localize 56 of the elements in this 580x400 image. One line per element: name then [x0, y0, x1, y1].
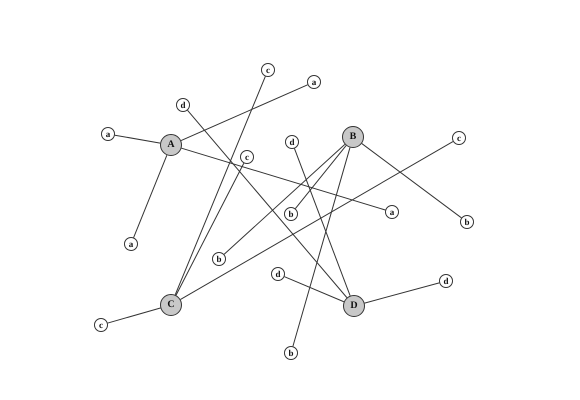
- leaf-circle: [261, 63, 275, 77]
- leaf-circle: [452, 131, 466, 145]
- node-label: D: [350, 301, 358, 311]
- connector-line: [187, 110, 348, 298]
- leaf-circle: [285, 135, 299, 149]
- connector-line: [181, 148, 386, 210]
- leaf-circle: [385, 205, 399, 219]
- hub-circle: [343, 295, 365, 317]
- node-label: a: [390, 208, 394, 216]
- leaf-circle: [94, 318, 108, 332]
- node-label: b: [288, 210, 294, 218]
- hub-circle: [160, 294, 182, 316]
- node-label: c: [266, 66, 270, 74]
- connector-line: [176, 162, 244, 296]
- connector-line: [292, 147, 350, 347]
- node-label: c: [99, 320, 103, 330]
- hub-circle: [160, 134, 182, 156]
- node-label: c: [245, 152, 249, 162]
- leaf-circle: [124, 237, 138, 251]
- leaf-circle: [176, 98, 190, 112]
- leaf-circle: [307, 75, 321, 89]
- node-label: d: [289, 138, 294, 146]
- connector-line: [284, 276, 344, 302]
- connector-line: [364, 282, 440, 304]
- leaf-circle: [212, 252, 226, 266]
- node-label: a: [312, 78, 316, 86]
- leaf-circle: [101, 127, 115, 141]
- node-label: c: [457, 134, 461, 142]
- connector-line: [114, 134, 161, 144]
- leaf-circle: [240, 150, 254, 164]
- hub-circle: [342, 126, 364, 148]
- leaf-circle: [439, 274, 453, 288]
- node-label: d: [180, 100, 186, 110]
- node-label: a: [106, 130, 110, 138]
- node-label: d: [275, 270, 280, 278]
- connector-line: [294, 145, 347, 210]
- connector-line: [174, 76, 266, 296]
- node-label: a: [128, 240, 134, 248]
- node-label: A: [167, 140, 175, 150]
- leaf-circle: [284, 346, 298, 360]
- connector-line: [180, 141, 454, 300]
- connector-line: [294, 148, 351, 296]
- leaf-circle: [271, 267, 285, 281]
- leaf-circle: [460, 215, 474, 229]
- leaf-circle: [284, 207, 298, 221]
- node-label: d: [443, 276, 448, 286]
- connector-line: [133, 154, 168, 238]
- node-label: C: [167, 300, 175, 310]
- node-label: b: [288, 348, 294, 358]
- connector-line: [180, 84, 308, 142]
- connector-line: [224, 144, 346, 255]
- node-label: B: [350, 132, 356, 142]
- connector-line: [361, 143, 462, 218]
- node-label: b: [464, 218, 470, 226]
- connector-line: [107, 308, 161, 324]
- node-label: b: [216, 254, 222, 264]
